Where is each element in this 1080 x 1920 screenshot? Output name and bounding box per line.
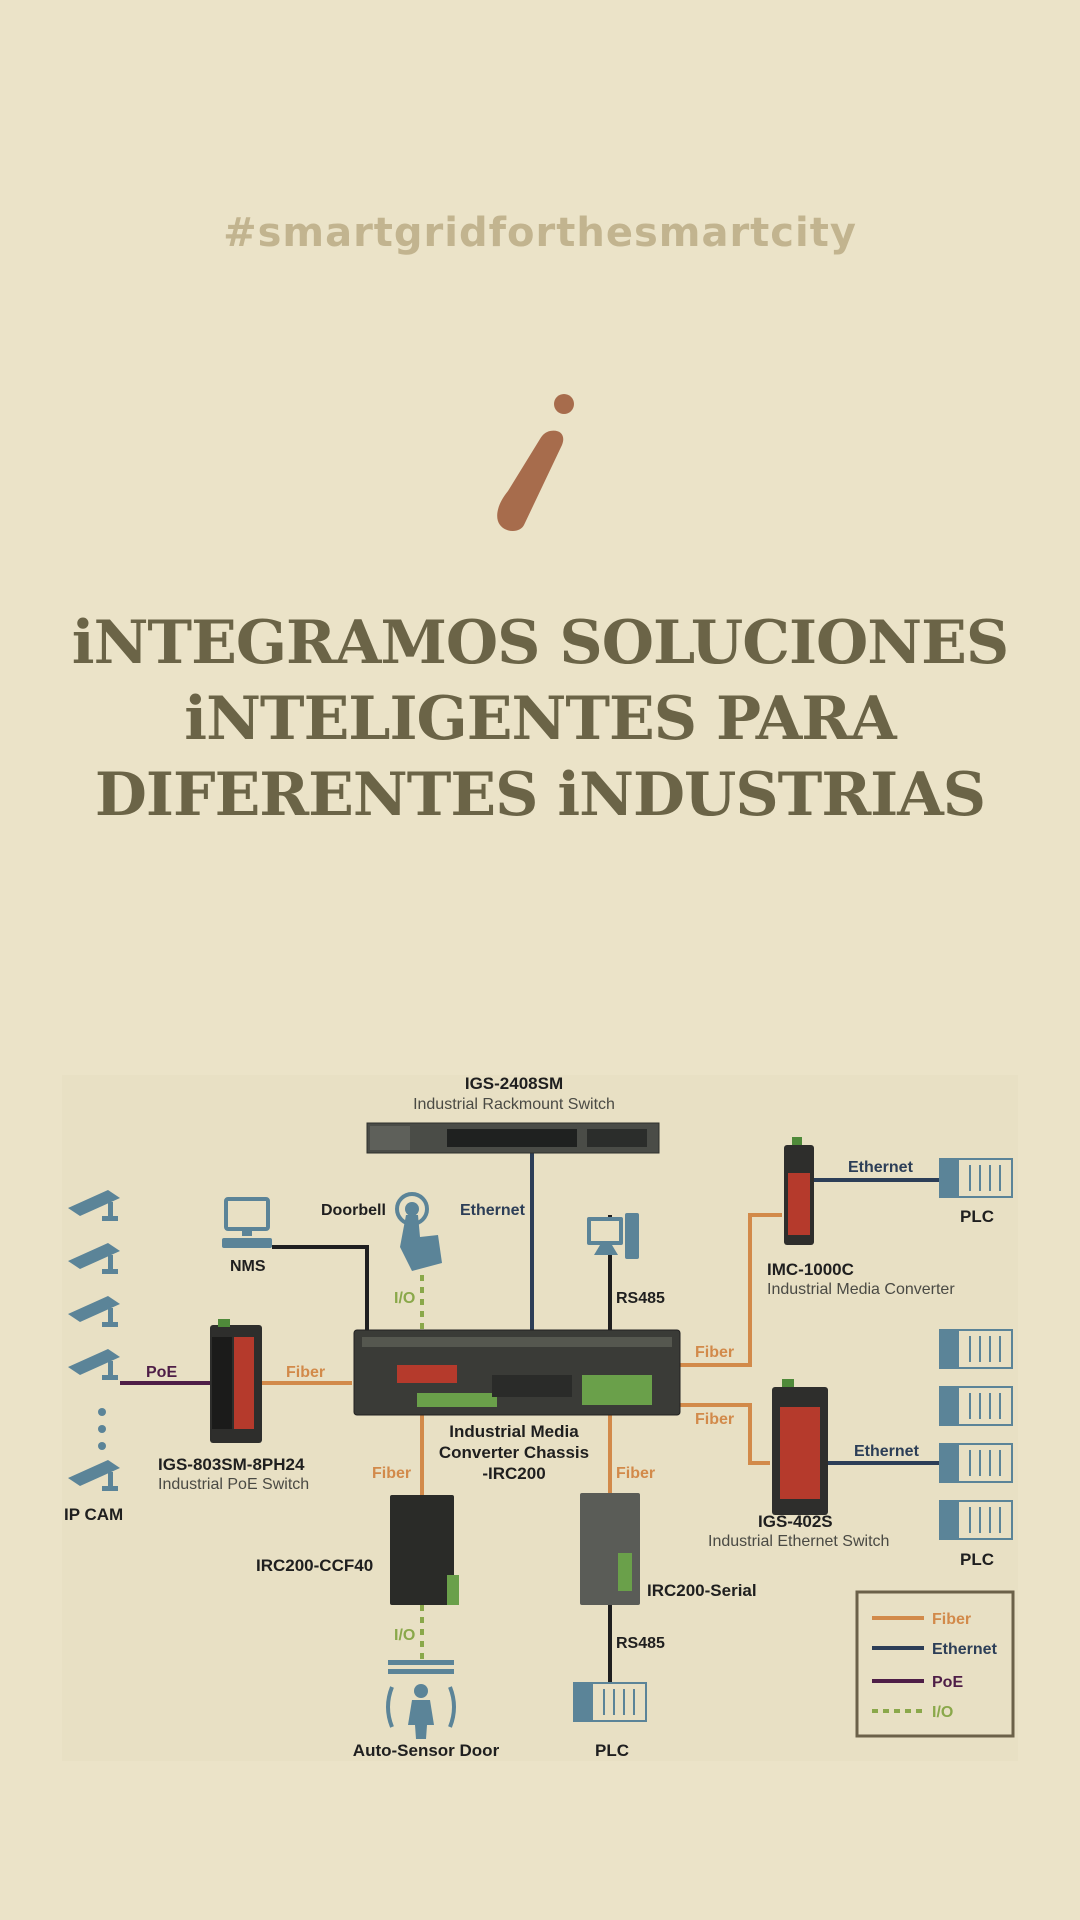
- serial-label: IRC200-Serial: [647, 1581, 757, 1600]
- plc-label-top: PLC: [960, 1207, 994, 1226]
- ccf40-label: IRC200-CCF40: [256, 1556, 373, 1575]
- media-converter-model: IMC-1000C: [767, 1260, 854, 1279]
- network-diagram: IGS-2408SM IGS-803SM-8PH24 IMC-1000C IGS…: [62, 1074, 1018, 1761]
- label-ethernet-right2: Ethernet: [854, 1443, 920, 1460]
- plc-icons: [573, 1158, 1013, 1722]
- label-ethernet-right1: Ethernet: [848, 1159, 914, 1176]
- label-fiber-down-left: Fiber: [372, 1465, 411, 1482]
- rs485-computer-icon: [587, 1213, 639, 1259]
- headline-line-2: iNTELIGENTES PARA: [184, 684, 896, 754]
- headline-line-1: iNTEGRAMOS SOLUCIONES: [71, 608, 1009, 678]
- legend-ethernet: Ethernet: [932, 1641, 998, 1658]
- label-fiber-right1: Fiber: [695, 1344, 734, 1361]
- ccf40-device: [390, 1495, 459, 1605]
- headline: iNTEGRAMOS SOLUCIONES iNTELIGENTES PARA …: [0, 605, 1080, 833]
- label-fiber-left: Fiber: [286, 1364, 325, 1381]
- rack-switch-model: IGS-2408SM: [465, 1075, 563, 1093]
- media-converter-device: [784, 1137, 814, 1245]
- eth-switch-model: IGS-402S: [758, 1512, 833, 1531]
- ipcam-label: IP CAM: [64, 1505, 123, 1524]
- plc-label-bottom: PLC: [595, 1741, 629, 1760]
- nms-label: NMS: [230, 1258, 266, 1275]
- hashtag: #smartgridforthesmartcity: [223, 210, 857, 256]
- doorbell-label: Doorbell: [321, 1202, 386, 1219]
- plc-label-right: PLC: [960, 1550, 994, 1569]
- rack-switch-desc: Industrial Rackmount Switch: [413, 1096, 615, 1113]
- eth-switch-device: [772, 1379, 828, 1515]
- poe-switch-model: IGS-803SM-8PH24: [158, 1455, 305, 1474]
- fiber-line-right2: [680, 1403, 770, 1465]
- label-io-top: I/O: [394, 1290, 415, 1307]
- legend: Fiber Ethernet PoE I/O: [855, 1590, 1015, 1738]
- headline-line-3: DIFERENTES iNDUSTRIAS: [94, 760, 986, 830]
- serial-device: [580, 1493, 640, 1605]
- doorbell-icon: [395, 1192, 442, 1271]
- label-ethernet-top: Ethernet: [460, 1202, 526, 1219]
- label-fiber-right2: Fiber: [695, 1411, 734, 1428]
- eth-switch-desc: Industrial Ethernet Switch: [708, 1533, 889, 1550]
- poe-switch-desc: Industrial PoE Switch: [158, 1476, 309, 1493]
- label-rs485-top: RS485: [616, 1290, 665, 1307]
- label-fiber-down-right: Fiber: [616, 1465, 655, 1482]
- label-io-bottom: I/O: [394, 1627, 415, 1644]
- label-rs485-bottom: RS485: [616, 1635, 665, 1652]
- rack-switch-device: [366, 1122, 660, 1154]
- auto-sensor-door-label: Auto-Sensor Door: [353, 1741, 500, 1760]
- chassis-label-line2: Converter Chassis: [439, 1443, 589, 1462]
- inverted-exclamation-mark: [480, 385, 600, 540]
- fiber-line-right1: [680, 1213, 782, 1367]
- auto-sensor-door-icon: [386, 1660, 456, 1739]
- label-poe: PoE: [146, 1364, 177, 1381]
- chassis-label-line1: Industrial Media: [449, 1422, 579, 1441]
- media-converter-desc: Industrial Media Converter: [767, 1281, 955, 1298]
- chassis-label-line3: -IRC200: [482, 1464, 545, 1483]
- ip-camera-icons: [68, 1190, 120, 1491]
- chassis-device: [353, 1329, 681, 1416]
- nms-computer-icon: [222, 1197, 272, 1248]
- legend-poe: PoE: [932, 1674, 963, 1691]
- legend-io: I/O: [932, 1704, 953, 1721]
- nms-ethernet-line: [272, 1245, 369, 1337]
- legend-fiber: Fiber: [932, 1611, 971, 1628]
- poe-switch-device: [210, 1319, 262, 1443]
